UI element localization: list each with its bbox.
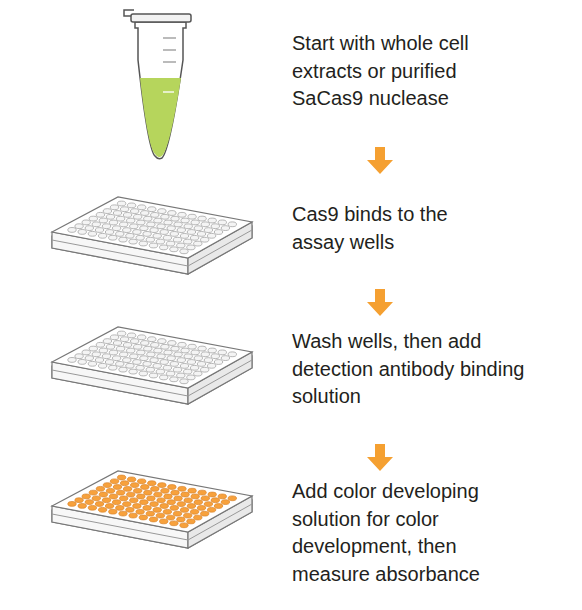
assay-plate [52, 471, 252, 548]
flow-arrows [367, 147, 393, 471]
sample-tube [124, 10, 191, 159]
step-text: Cas9 binds to the assay wells [292, 201, 482, 256]
assay-plate [52, 197, 252, 274]
assay-plate [52, 327, 252, 404]
step-text: Add color developing solution for color … [292, 478, 532, 588]
step-text: Wash wells, then add detection antibody … [292, 328, 532, 411]
step-text: Start with whole cell extracts or purifi… [292, 30, 532, 113]
